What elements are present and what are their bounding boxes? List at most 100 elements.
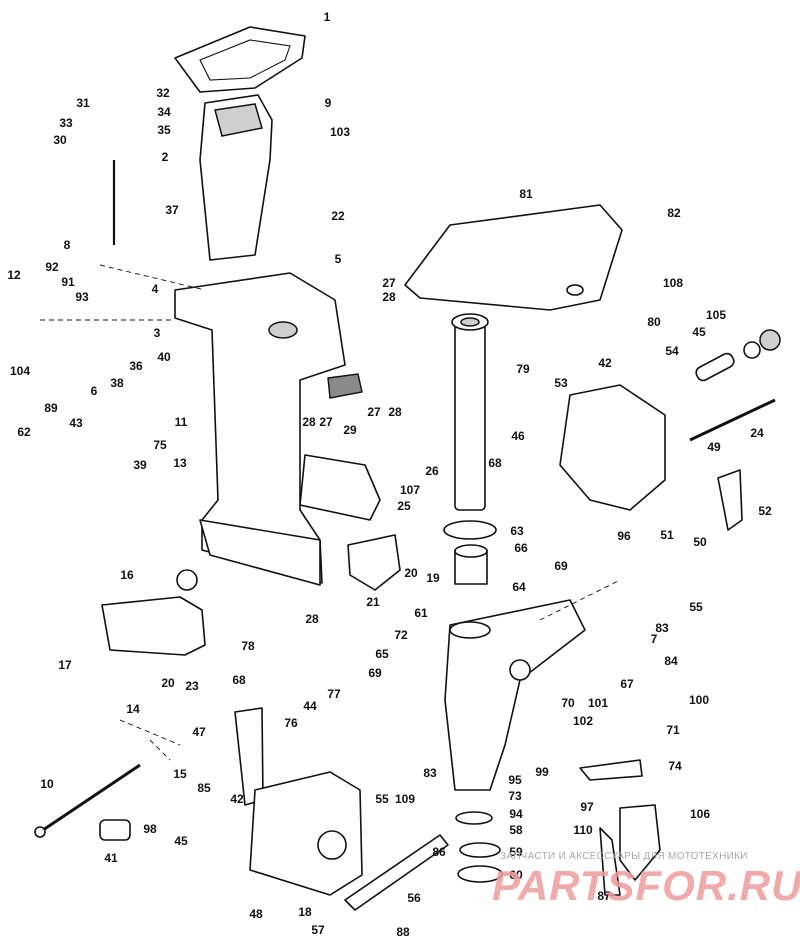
callout-104: 104 bbox=[10, 364, 30, 378]
callout-44: 44 bbox=[303, 699, 317, 713]
callout-78: 78 bbox=[241, 639, 255, 653]
callout-39: 39 bbox=[133, 458, 147, 472]
callout-83b: 83 bbox=[423, 766, 437, 780]
watermark-caption: ЗАПЧАСТИ И АКСЕССУАРЫ ДЛЯ МОТОТЕХНИКИ bbox=[500, 851, 748, 862]
callout-57: 57 bbox=[311, 923, 325, 937]
callout-80: 80 bbox=[647, 315, 661, 329]
lower-mount-bracket bbox=[347, 534, 401, 591]
callout-48: 48 bbox=[249, 907, 263, 921]
callout-51: 51 bbox=[660, 528, 674, 542]
callout-13: 13 bbox=[173, 456, 187, 470]
callout-30: 30 bbox=[53, 133, 67, 147]
callout-108: 108 bbox=[663, 276, 683, 290]
callout-83: 83 bbox=[655, 621, 669, 635]
callout-56: 56 bbox=[407, 891, 421, 905]
callout-10: 10 bbox=[40, 777, 54, 791]
callout-99: 99 bbox=[535, 765, 549, 779]
callout-74: 74 bbox=[668, 759, 682, 773]
callout-28b: 28 bbox=[302, 415, 316, 429]
callout-92: 92 bbox=[45, 260, 59, 274]
callout-55b: 55 bbox=[375, 792, 389, 806]
callout-103: 103 bbox=[330, 125, 350, 139]
callout-29: 29 bbox=[343, 423, 357, 437]
callout-81: 81 bbox=[519, 187, 533, 201]
callout-3: 3 bbox=[154, 326, 161, 340]
callout-24: 24 bbox=[750, 426, 764, 440]
callout-42: 42 bbox=[598, 356, 612, 370]
callout-69: 69 bbox=[554, 559, 568, 573]
callout-106: 106 bbox=[690, 807, 710, 821]
callout-14: 14 bbox=[126, 702, 140, 716]
thrust-washers bbox=[455, 811, 503, 883]
tilt-support-bar bbox=[344, 834, 449, 911]
callout-68b: 68 bbox=[232, 673, 246, 687]
callout-100: 100 bbox=[689, 693, 709, 707]
callout-71: 71 bbox=[666, 723, 680, 737]
callout-40: 40 bbox=[157, 350, 171, 364]
callout-43: 43 bbox=[69, 416, 83, 430]
callout-50: 50 bbox=[693, 535, 707, 549]
tilt-tube bbox=[689, 329, 781, 442]
swivel-bracket-upper bbox=[559, 384, 666, 511]
callout-109: 109 bbox=[395, 792, 415, 806]
callout-28c: 28 bbox=[388, 405, 402, 419]
callout-66: 66 bbox=[514, 541, 528, 555]
callout-21: 21 bbox=[366, 595, 380, 609]
callout-59: 59 bbox=[509, 845, 523, 859]
callout-34: 34 bbox=[157, 105, 171, 119]
callout-9: 9 bbox=[325, 96, 332, 110]
callout-98: 98 bbox=[143, 822, 157, 836]
callout-85: 85 bbox=[197, 781, 211, 795]
steering-arm bbox=[404, 204, 623, 311]
callout-77: 77 bbox=[327, 687, 341, 701]
callout-5: 5 bbox=[335, 252, 342, 266]
callout-53: 53 bbox=[554, 376, 568, 390]
callout-89: 89 bbox=[44, 401, 58, 415]
callout-11: 11 bbox=[175, 415, 188, 429]
callout-23: 23 bbox=[185, 679, 199, 693]
callout-62: 62 bbox=[17, 425, 31, 439]
callout-86: 86 bbox=[432, 845, 446, 859]
callout-36: 36 bbox=[129, 359, 143, 373]
callout-16: 16 bbox=[120, 568, 134, 582]
callout-52: 52 bbox=[758, 504, 772, 518]
callout-20: 20 bbox=[404, 566, 418, 580]
callout-28d: 28 bbox=[305, 612, 319, 626]
callout-32: 32 bbox=[156, 86, 170, 100]
callout-67: 67 bbox=[620, 677, 634, 691]
swivel-bracket bbox=[444, 599, 586, 791]
callout-72: 72 bbox=[394, 628, 408, 642]
clamp-bracket-left bbox=[249, 771, 363, 896]
callout-37: 37 bbox=[165, 203, 179, 217]
watermark-logo: PARTSFOR.RU bbox=[492, 862, 800, 909]
callout-47: 47 bbox=[192, 725, 206, 739]
bushing-and-seal bbox=[443, 520, 497, 585]
callout-15: 15 bbox=[173, 767, 187, 781]
callout-33: 33 bbox=[59, 116, 73, 130]
callout-45: 45 bbox=[692, 325, 706, 339]
callout-101: 101 bbox=[588, 696, 608, 710]
callout-6: 6 bbox=[91, 384, 98, 398]
gasket-top bbox=[174, 26, 306, 93]
callout-46: 46 bbox=[511, 429, 525, 443]
stern-bracket-lever bbox=[579, 759, 661, 896]
callout-54: 54 bbox=[665, 344, 679, 358]
callout-19: 19 bbox=[426, 571, 440, 585]
callout-105: 105 bbox=[706, 308, 726, 322]
callout-41: 41 bbox=[104, 851, 118, 865]
callout-75: 75 bbox=[153, 438, 167, 452]
callout-64: 64 bbox=[512, 580, 526, 594]
exhaust-housing bbox=[199, 94, 273, 261]
callout-88: 88 bbox=[396, 925, 410, 939]
callout-28: 28 bbox=[382, 290, 396, 304]
callout-12: 12 bbox=[7, 268, 21, 282]
callout-102: 102 bbox=[573, 714, 593, 728]
callout-79: 79 bbox=[516, 362, 530, 376]
callout-65: 65 bbox=[375, 647, 389, 661]
callout-26: 26 bbox=[425, 464, 439, 478]
callout-82: 82 bbox=[667, 206, 681, 220]
callout-97: 97 bbox=[580, 800, 594, 814]
